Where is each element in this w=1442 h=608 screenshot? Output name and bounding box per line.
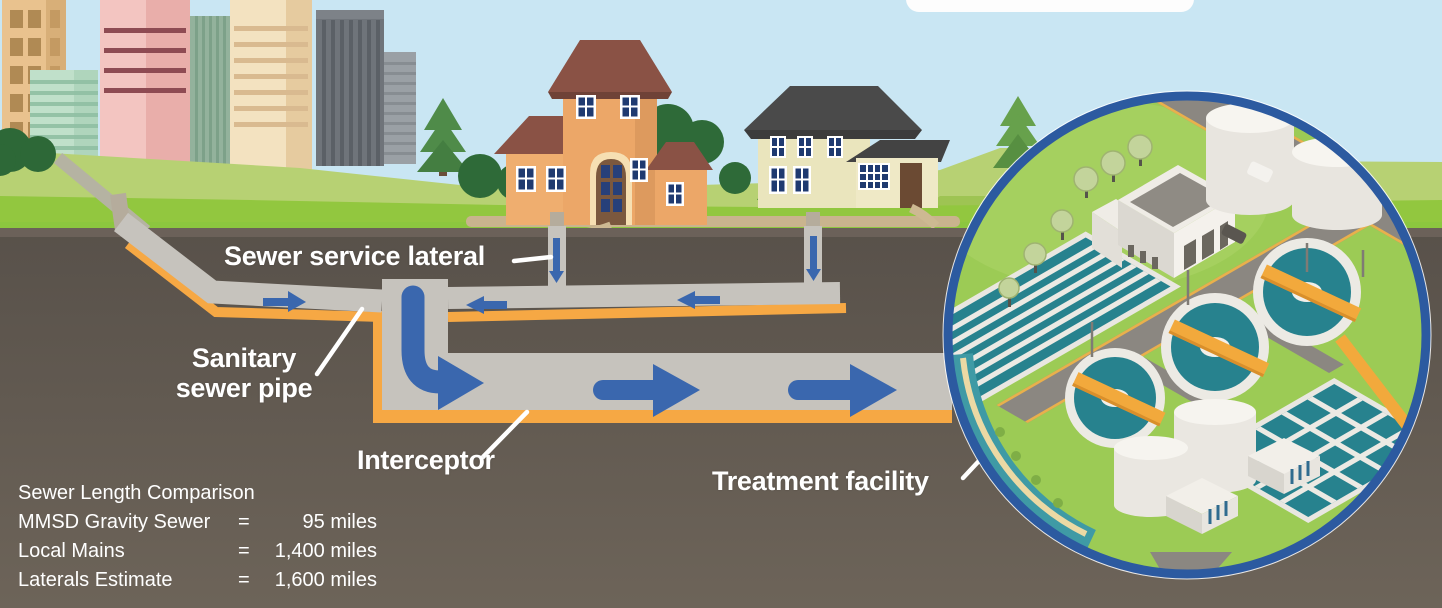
car	[1221, 224, 1247, 244]
house-2-walkway	[909, 203, 940, 230]
facility-road-stub	[1150, 552, 1232, 572]
legend-row: Local Mains = 1,400 miles	[18, 537, 377, 566]
legend-row-equals: =	[238, 569, 250, 591]
flow-arrow-left-small-2	[677, 291, 720, 309]
building-sage	[190, 16, 230, 166]
label-treatment-facility: Treatment facility	[712, 466, 929, 496]
sanitary-pipe-right	[447, 282, 841, 309]
legend-row: Laterals Estimate = 1,600 miles	[18, 566, 377, 595]
bushes-left	[0, 128, 56, 176]
legend-row-value: 1,400 miles	[274, 540, 377, 562]
street-lights	[1090, 243, 1365, 357]
label-interceptor: Interceptor	[357, 445, 495, 475]
legend-row-value: 1,600 miles	[274, 569, 377, 591]
house-2	[744, 86, 950, 208]
interceptor-bedding	[373, 410, 952, 423]
label-sanitary-sewer-pipe: Sanitary sewer pipe	[168, 343, 320, 403]
flow-arrow-left-small-1	[466, 296, 507, 314]
label-sanitary-line2: sewer pipe	[175, 373, 313, 403]
flow-arrow-interceptor-1	[593, 364, 700, 417]
pump-building-2	[1248, 438, 1320, 494]
sewer-length-legend: Sewer Length Comparison MMSD Gravity Sew…	[18, 479, 377, 595]
interceptor-pointer-line	[480, 409, 530, 460]
ground-top-edge	[0, 228, 1442, 237]
sewer-service-lateral-pointer-line	[511, 254, 554, 264]
flow-arrow-right-small	[263, 291, 306, 312]
legend-row-label: Laterals Estimate	[18, 569, 173, 591]
building-gray	[384, 52, 416, 164]
sanitary-pipe-left	[113, 212, 383, 313]
pump-building-1	[1166, 478, 1238, 534]
inset-ring	[943, 91, 1431, 579]
sanitary-sewer-pipe-pointer-line	[314, 306, 365, 377]
building-dark-gray	[316, 10, 384, 166]
pine-tree-left	[417, 98, 469, 176]
legend-row: MMSD Gravity Sewer = 95 miles	[18, 508, 377, 537]
legend-title: Sewer Length Comparison	[18, 482, 255, 504]
clarifier-2	[1161, 293, 1270, 401]
garage-window	[858, 163, 890, 190]
house-1-door	[590, 152, 632, 225]
facility-building	[1092, 165, 1235, 278]
legend-row-label: Local Mains	[18, 540, 125, 562]
legend-row-value: 95 miles	[302, 511, 377, 533]
flow-arrows	[263, 236, 897, 417]
truck	[1247, 161, 1273, 183]
pipe-bedding-right	[447, 303, 847, 322]
building-cream	[230, 0, 312, 178]
house-1	[494, 40, 713, 225]
pipe-bedding-left	[124, 240, 383, 322]
label-sanitary-line1: Sanitary	[191, 343, 297, 373]
manhole-bedding	[373, 311, 383, 423]
house-2-windows	[769, 136, 890, 194]
building-pink	[100, 0, 190, 168]
top-white-box	[906, 0, 1194, 12]
flow-arrow-interceptor-2	[788, 364, 897, 417]
flow-arrow-down-lateral-2	[806, 236, 821, 281]
legend-row-equals: =	[238, 540, 250, 562]
flow-arrow-down-lateral-1	[549, 238, 564, 283]
clarifier-3	[1065, 348, 1166, 448]
house-1-windows	[516, 95, 684, 206]
legend-row-label: MMSD Gravity Sewer	[18, 511, 211, 533]
conveyor	[1335, 334, 1421, 441]
flow-arrow-curved	[401, 285, 484, 410]
clarifier-1	[1253, 238, 1362, 346]
garage-door	[900, 163, 922, 208]
label-sewer-service-lateral: Sewer service lateral	[224, 241, 485, 271]
legend-row-equals: =	[238, 511, 250, 533]
